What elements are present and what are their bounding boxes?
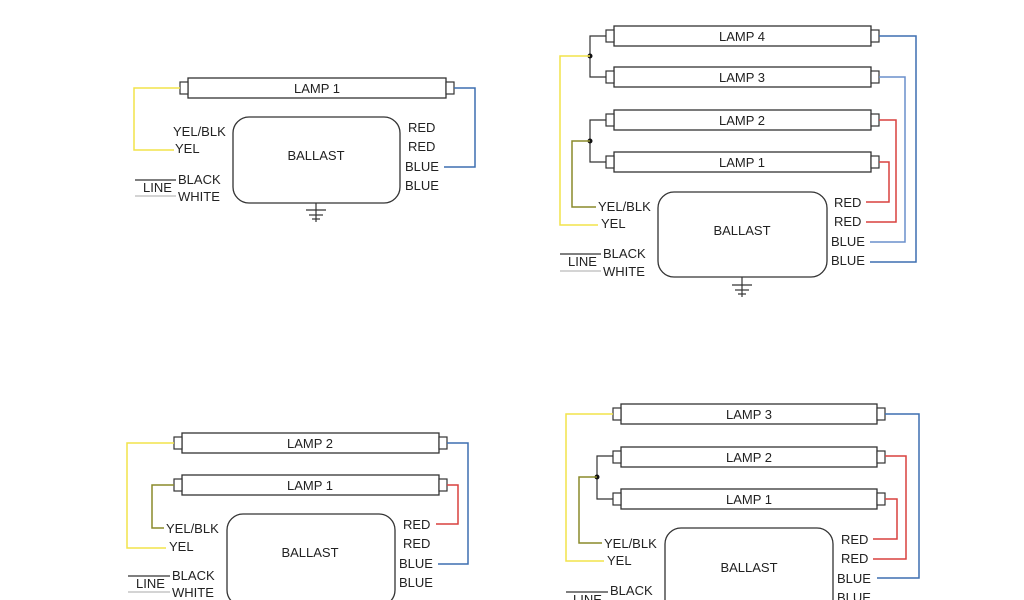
wire-label-yel-blk: YEL/BLK (166, 521, 219, 536)
wire-label-yel-blk: YEL/BLK (604, 536, 657, 551)
wire-red (873, 498, 898, 540)
lamp: LAMP 1 (605, 151, 880, 173)
diagram-four-lamp: LAMP 4 LAMP 3 LAMP 2 LAMP 1 BALLAST (559, 25, 917, 297)
ballast-label: BALLAST (713, 223, 770, 238)
wire-label-blue: BLUE (837, 571, 871, 586)
wire-yellow (126, 442, 174, 549)
lamp-label: LAMP 3 (719, 70, 765, 85)
wire-label-white: WHITE (603, 264, 645, 279)
lamp: LAMP 2 (605, 109, 880, 131)
wire-yellow (565, 413, 613, 562)
ground-icon (306, 203, 326, 222)
ballast-label: BALLAST (287, 148, 344, 163)
wire-blue (870, 76, 906, 243)
wire-label-black: BLACK (610, 583, 653, 598)
ballast-label: BALLAST (720, 560, 777, 575)
wire-label-yel: YEL (607, 553, 632, 568)
wire-label-yel: YEL (169, 539, 194, 554)
wire-label-red: RED (408, 139, 435, 154)
wire-yellow (559, 55, 598, 226)
wire-label-blue: BLUE (399, 575, 433, 590)
wire-yel-blk (151, 484, 174, 529)
lamp-label: LAMP 1 (719, 155, 765, 170)
lamp-label: LAMP 1 (294, 81, 340, 96)
wire-label-red: RED (403, 536, 430, 551)
wire-label-blue: BLUE (399, 556, 433, 571)
lamp-label: LAMP 2 (287, 436, 333, 451)
ballast-box (664, 527, 834, 600)
ballast-box (226, 513, 396, 600)
wire-label-red: RED (834, 195, 861, 210)
lamp: LAMP 4 (605, 25, 880, 47)
wire-label-red: RED (841, 551, 868, 566)
wire-red (873, 455, 907, 560)
lamp: LAMP 1 (612, 488, 886, 510)
wire-label-yel-blk: YEL/BLK (598, 199, 651, 214)
wire-label-blue: BLUE (405, 178, 439, 193)
lamp-label: LAMP 3 (726, 407, 772, 422)
ground-icon (732, 277, 752, 297)
wire-yel-blk (578, 476, 602, 544)
wire-yel-blk (571, 140, 596, 208)
lamp: LAMP 2 (173, 432, 448, 454)
diagram-two-lamp: LAMP 2 LAMP 1 BALLAST YEL/BLK YEL BLACK … (126, 432, 469, 600)
lamp-label: LAMP 2 (726, 450, 772, 465)
wire-red (866, 119, 897, 223)
wire-label-yel: YEL (175, 141, 200, 156)
lamp: LAMP 3 (605, 66, 880, 88)
wire-label-blue: BLUE (405, 159, 439, 174)
lamp: LAMP 1 (173, 474, 448, 496)
lamp: LAMP 2 (612, 446, 886, 468)
wire-label-blue: BLUE (837, 590, 871, 600)
wire-label-white: WHITE (178, 189, 220, 204)
wire-label-yel-blk: YEL/BLK (173, 124, 226, 139)
wire-label-blue: BLUE (831, 253, 865, 268)
line-label: LINE (136, 576, 165, 591)
wire-blue (877, 413, 920, 579)
wire-label-black: BLACK (172, 568, 215, 583)
line-label: LINE (573, 592, 602, 600)
wire-blue (870, 35, 917, 263)
lamp: LAMP 3 (612, 403, 886, 425)
lamp-label: LAMP 4 (719, 29, 765, 44)
wire-label-blue: BLUE (831, 234, 865, 249)
wire-red (866, 161, 890, 203)
line-label: LINE (143, 180, 172, 195)
wire-label-red: RED (834, 214, 861, 229)
lamp-label: LAMP 1 (287, 478, 333, 493)
line-label: LINE (568, 254, 597, 269)
wire-label-yel: YEL (601, 216, 626, 231)
wire-label-red: RED (408, 120, 435, 135)
ballast-label: BALLAST (281, 545, 338, 560)
wire-blue (444, 87, 476, 168)
lamp-label: LAMP 2 (719, 113, 765, 128)
diagram-three-lamp: LAMP 3 LAMP 2 LAMP 1 BALLAST YEL/BLK YEL… (565, 403, 920, 600)
lamp-label: LAMP 1 (726, 492, 772, 507)
wire-label-red: RED (841, 532, 868, 547)
wire-red (436, 484, 459, 525)
diagram-one-lamp: LAMP 1 BALLAST YEL/BLK YEL BLACK WHITE L… (133, 77, 476, 222)
wire-label-black: BLACK (178, 172, 221, 187)
wire-label-black: BLACK (603, 246, 646, 261)
wire-blue (438, 442, 469, 565)
wire-yellow (133, 87, 180, 151)
wire-label-red: RED (403, 517, 430, 532)
lamp: LAMP 1 (179, 77, 455, 99)
wire-label-white: WHITE (172, 585, 214, 600)
